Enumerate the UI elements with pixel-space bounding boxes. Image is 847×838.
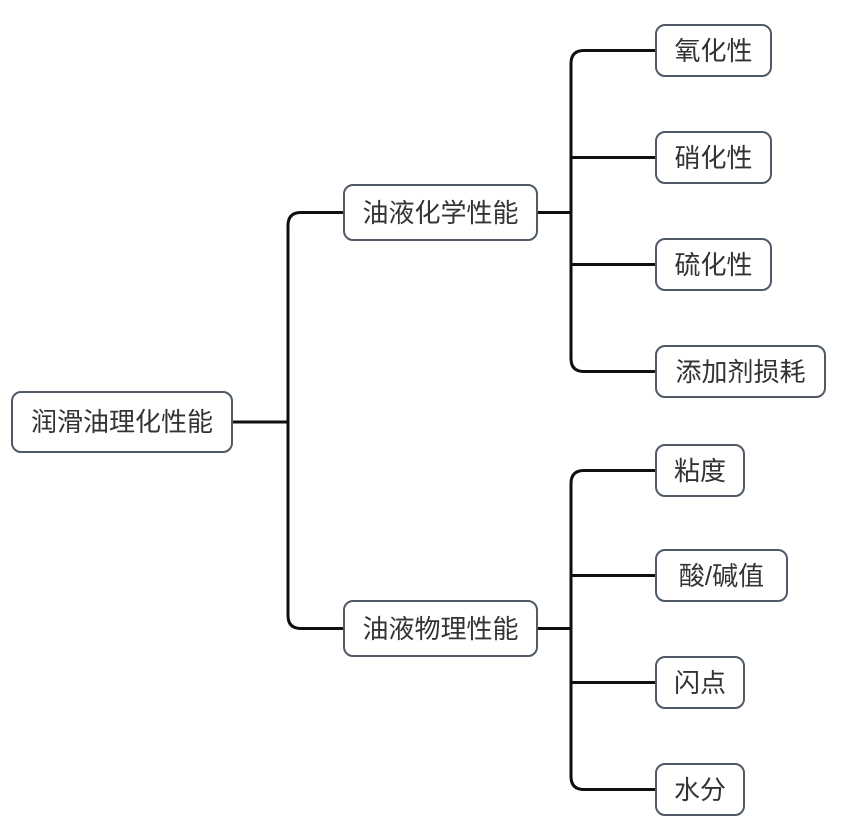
node-leaf-acid-base-value: 酸/碱值 xyxy=(655,549,788,602)
connector-physical-to-viscosity xyxy=(569,469,655,629)
node-branch-chemical-properties: 油液化学性能 xyxy=(343,184,538,241)
node-label: 粘度 xyxy=(673,455,726,486)
node-leaf-nitration: 硝化性 xyxy=(655,131,772,184)
node-label: 闪点 xyxy=(673,667,726,698)
node-label: 油液化学性能 xyxy=(362,197,519,228)
connector-root-to-chemical xyxy=(286,211,343,422)
node-leaf-additive-loss: 添加剂损耗 xyxy=(655,345,826,398)
node-branch-physical-properties: 油液物理性能 xyxy=(343,600,538,657)
node-label: 添加剂损耗 xyxy=(675,356,806,387)
node-label: 油液物理性能 xyxy=(362,613,519,644)
node-leaf-moisture: 水分 xyxy=(655,763,745,816)
connector-chemical-to-additive-loss xyxy=(569,212,655,373)
node-label: 润滑油理化性能 xyxy=(30,407,213,437)
node-label: 酸/碱值 xyxy=(678,560,765,591)
node-label: 硫化性 xyxy=(674,249,753,280)
connector-physical-to-moisture xyxy=(569,628,655,791)
node-label: 氧化性 xyxy=(674,35,753,66)
node-leaf-viscosity: 粘度 xyxy=(655,444,745,497)
node-leaf-oxidation: 氧化性 xyxy=(655,24,772,77)
connector-root-to-physical xyxy=(286,422,343,630)
node-root-lubricant-properties: 润滑油理化性能 xyxy=(11,391,233,453)
node-label: 水分 xyxy=(673,774,726,805)
connector-chemical-to-oxidation xyxy=(569,49,655,213)
node-leaf-flash-point: 闪点 xyxy=(655,656,745,709)
node-label: 硝化性 xyxy=(674,142,753,173)
node-leaf-sulfidation: 硫化性 xyxy=(655,238,772,291)
